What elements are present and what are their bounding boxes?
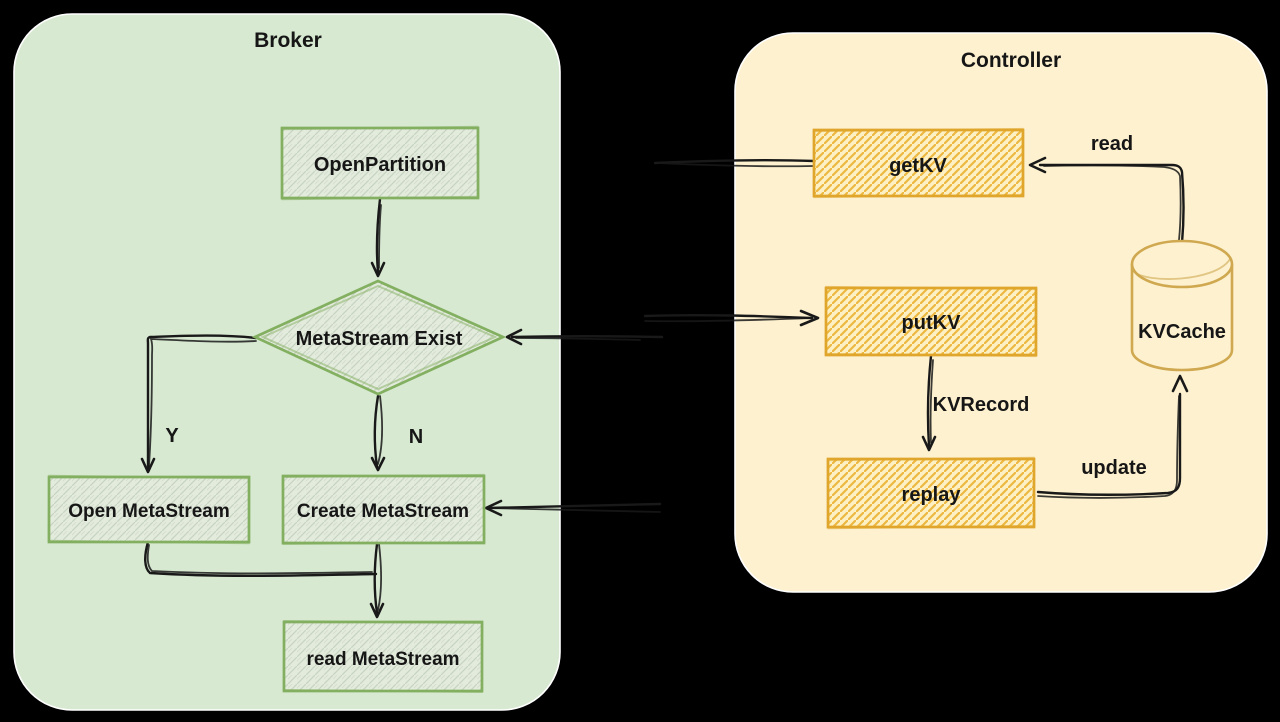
node-putkv-label: putKV — [902, 312, 962, 334]
broker-title: Broker — [254, 29, 322, 52]
edge-create-to-read — [369, 542, 385, 619]
kvcache-cylinder-body — [1130, 264, 1234, 372]
node-create-metastream: Create MetaStream — [281, 473, 486, 546]
broker-container: Broker — [13, 13, 561, 711]
edge-kvrecord-putkv-to-replay — [921, 354, 937, 452]
controller-title: Controller — [961, 49, 1061, 72]
node-read-metastream: read MetaStream — [282, 619, 484, 694]
node-create-metastream-label: Create MetaStream — [297, 501, 469, 522]
edge-labels: Y N read KVRecord update — [165, 133, 1146, 479]
edge-update-replay-to-kvcache — [1036, 374, 1189, 499]
broker-container-bg — [13, 13, 561, 711]
kvcache-cylinder-sketch — [1132, 258, 1231, 280]
edges-layer — [140, 156, 1189, 619]
edge-label-no: N — [409, 426, 423, 448]
node-getkv-label: getKV — [889, 155, 947, 177]
edge-exist-no — [370, 394, 386, 472]
edge-read-kvcache-to-getkv — [1028, 156, 1185, 245]
edge-into-create — [484, 499, 662, 517]
node-getkv: getKV — [812, 127, 1025, 199]
edge-label-yes: Y — [165, 425, 179, 447]
edge-exist-yes — [140, 334, 258, 474]
edge-getkv-out — [653, 158, 816, 168]
edge-openpartition-to-exist — [370, 197, 386, 278]
broker-nodes: OpenPartition MetaStream Exist Open Meta… — [47, 125, 507, 694]
node-open-metastream: Open MetaStream — [47, 474, 251, 545]
node-kvcache-label: KVCache — [1138, 321, 1226, 343]
node-kvcache: KVCache — [1130, 239, 1234, 372]
node-open-partition-label: OpenPartition — [314, 154, 446, 176]
node-open-partition: OpenPartition — [280, 125, 480, 201]
edge-into-exist — [505, 328, 664, 346]
node-replay-label: replay — [902, 484, 962, 506]
edge-label-kvrecord: KVRecord — [933, 394, 1030, 416]
node-open-metastream-label: Open MetaStream — [68, 501, 230, 522]
edge-label-read: read — [1091, 133, 1133, 155]
edge-label-update: update — [1081, 457, 1147, 479]
controller-nodes: getKV putKV replay KVCache — [812, 127, 1234, 530]
node-metastream-exist-label: MetaStream Exist — [296, 328, 463, 350]
node-replay: replay — [826, 456, 1036, 530]
node-metastream-exist: MetaStream Exist — [251, 279, 507, 396]
edge-open-to-read — [144, 540, 378, 578]
node-putkv: putKV — [824, 285, 1038, 358]
edge-into-putkv — [643, 309, 820, 327]
kvcache-cylinder-top — [1130, 239, 1234, 289]
node-read-metastream-label: read MetaStream — [306, 649, 459, 670]
